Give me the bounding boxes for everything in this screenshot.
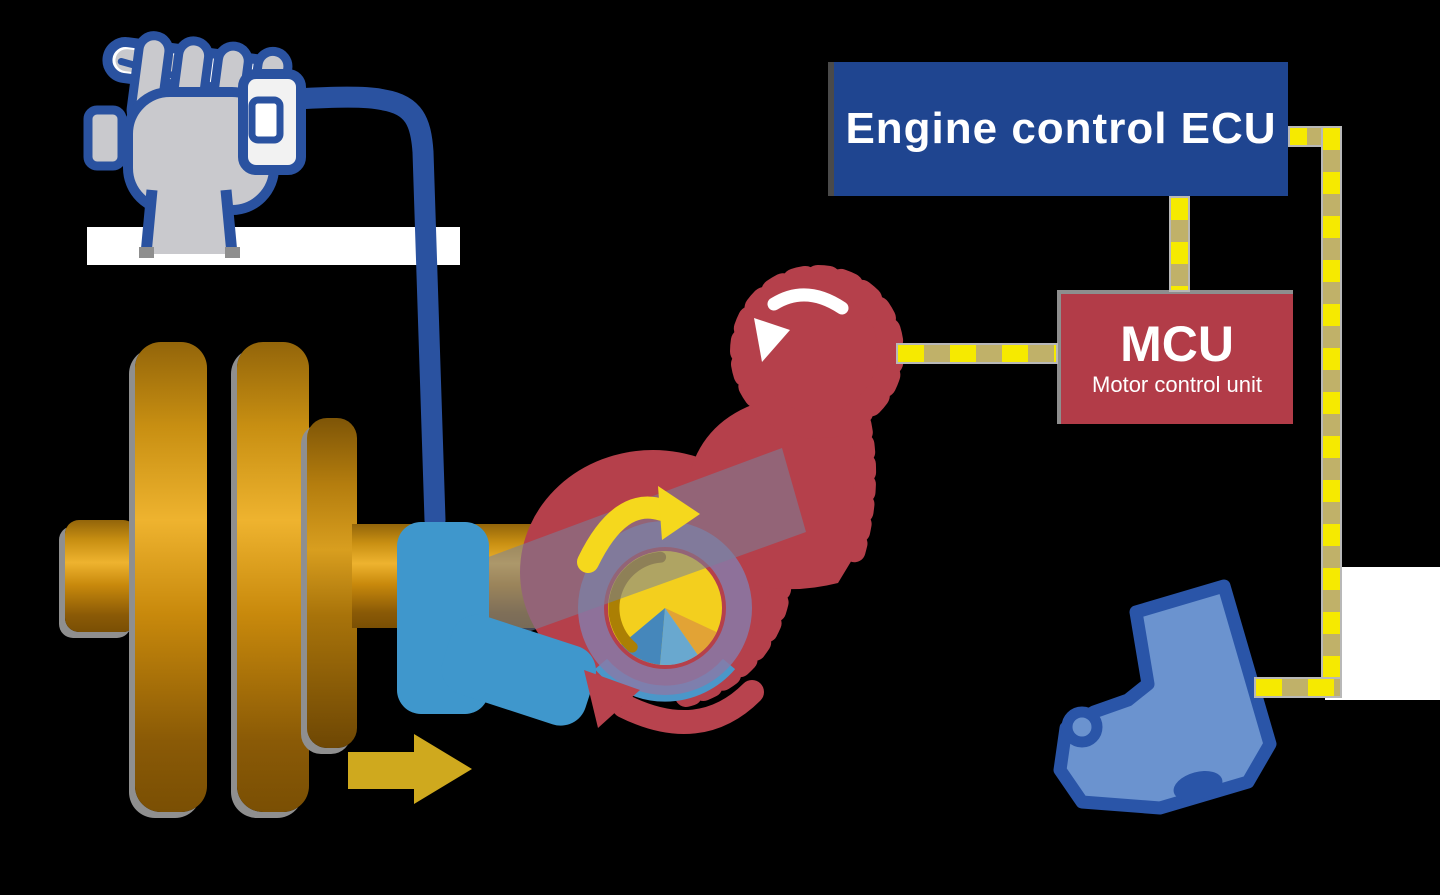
column-stub-shaft [65, 520, 137, 632]
column-disc-2 [237, 342, 309, 812]
housing-light-blue [397, 522, 597, 726]
mcu-subtitle: Motor control unit [1092, 372, 1262, 397]
motor-rotation-arrowhead [754, 318, 790, 362]
signal-line-ecu-to-mcu [1169, 196, 1190, 292]
mcu-title: MCU [1120, 316, 1234, 372]
assist-arrow-yellow [577, 486, 700, 573]
pedal-roller [1173, 771, 1223, 801]
accelerator-pedal-icon [1053, 579, 1277, 815]
wheel-hub-detail [248, 96, 284, 144]
motor-gear [730, 265, 904, 439]
signal-line-gear-to-mcu [896, 343, 1058, 364]
ecu-label: Engine control ECU [845, 104, 1277, 153]
motor-rotation-arrow [767, 288, 849, 315]
wrist-cap-left [139, 247, 154, 258]
hand-on-steering-wheel-icon [83, 31, 306, 258]
signal-line-corner-to-pedal [1254, 677, 1342, 698]
pedal-body [1053, 579, 1277, 815]
torque-arrow-red [584, 670, 764, 734]
wheel-left-knob [83, 105, 127, 171]
white-patch-right-block [1325, 567, 1440, 700]
column-disc-1 [135, 342, 207, 812]
wrist [146, 190, 232, 254]
wrist-line-right [220, 189, 238, 255]
steering-shaft-line [287, 86, 446, 531]
engine-control-ecu-box: Engine control ECU [828, 62, 1288, 196]
signal-line-right-vertical [1321, 126, 1342, 697]
motor-gear-teeth [730, 265, 904, 439]
housing-cover-band [405, 448, 806, 668]
sensor-sector-lightblue [660, 608, 698, 666]
sensor-sector-orange [665, 608, 717, 655]
mcu-box: MCU Motor control unit [1057, 290, 1293, 424]
wrist-line-left [140, 189, 158, 255]
column-disc-back [307, 418, 357, 748]
output-arrow [348, 734, 472, 804]
pedal-pivot [1061, 706, 1103, 748]
wrist-cap-right [225, 247, 240, 258]
